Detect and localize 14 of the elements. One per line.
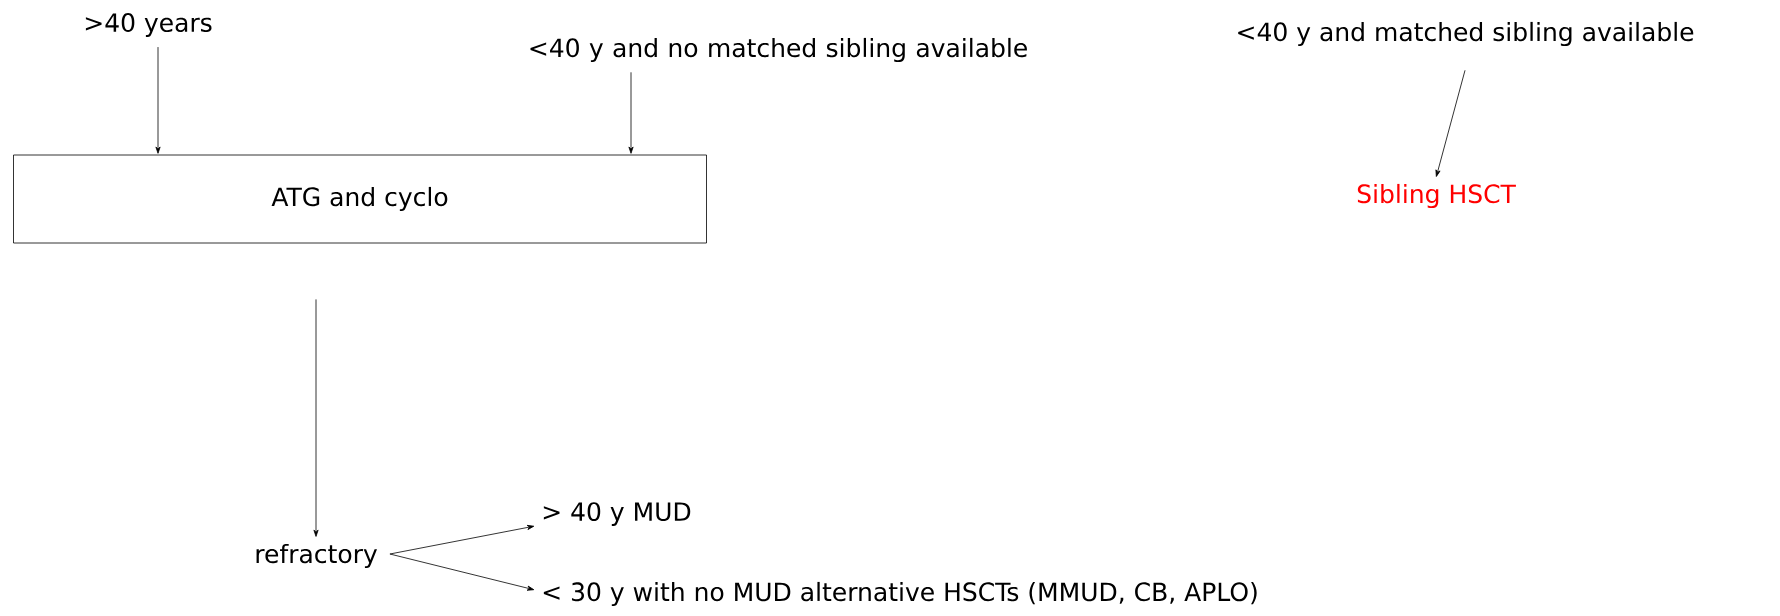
condition-text: >40 years <box>85 13 212 37</box>
outcome-text: refractory <box>256 543 377 569</box>
arrow <box>1435 69 1466 177</box>
arrow <box>389 524 535 555</box>
arrow <box>155 46 161 154</box>
condition-text: <40 y and no matched sibling available <box>530 37 1027 63</box>
outcome-text: Sibling HSCT <box>1357 183 1516 209</box>
treatment-box: ATG and cyclo <box>13 154 707 244</box>
option-text: < 30 y with no MUD alternative HSCTs (MMUD, CB, APLO) <box>543 581 1257 607</box>
condition-text: <40 y and matched sibling available <box>1238 21 1694 47</box>
arrow <box>628 71 634 154</box>
arrow <box>313 299 319 537</box>
option-text: > 40 y MUD <box>543 502 691 526</box>
arrow <box>389 553 535 591</box>
